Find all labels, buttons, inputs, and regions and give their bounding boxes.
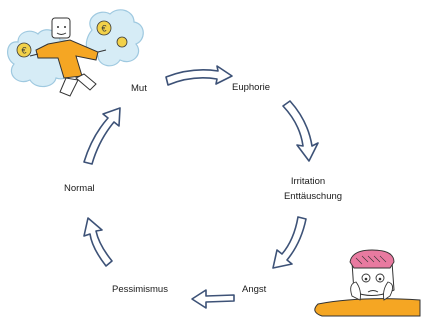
stage-label-normal: Normal: [64, 183, 95, 194]
stage-label-enttaeuschung: Enttäuschung: [283, 191, 343, 202]
arrow-euphorie-to-irritation: [282, 100, 319, 162]
cycle-arrows: [83, 65, 319, 309]
svg-text:€: €: [21, 46, 26, 56]
stage-label-euphorie: Euphorie: [232, 82, 271, 93]
arrow-mut-to-euphorie: [165, 65, 233, 86]
stage-label-mut: Mut: [131, 83, 147, 94]
svg-text:€: €: [101, 24, 106, 34]
stage-label-irritation: Irritation: [290, 176, 326, 187]
arrow-irritation-to-angst: [272, 216, 307, 269]
stage-label-pessimismus: Pessimismus: [112, 284, 168, 295]
arrow-normal-to-mut: [83, 107, 121, 165]
arrow-angst-to-pessimismus: [191, 289, 235, 309]
stage-label-angst: Angst: [242, 284, 267, 295]
flying-euro-man-icon: € €: [7, 9, 144, 97]
worried-man-icon: [314, 249, 421, 317]
arrow-pessimismus-to-normal: [83, 217, 113, 267]
